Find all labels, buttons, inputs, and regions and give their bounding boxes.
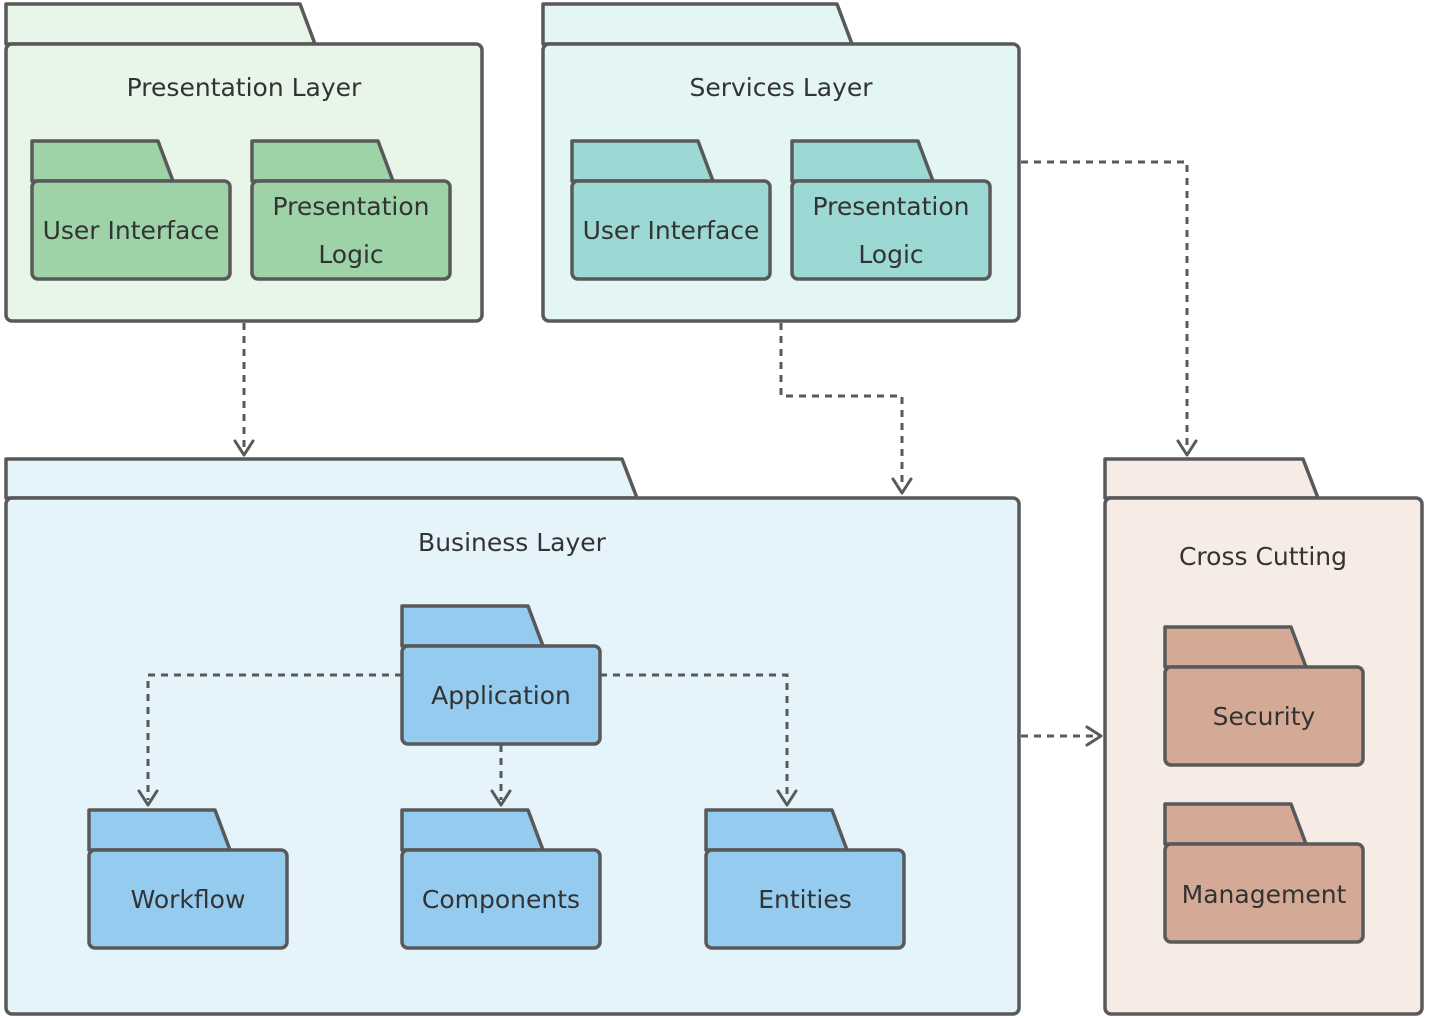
security-label: Security bbox=[1213, 702, 1316, 731]
presentation-logic-package: Presentation Logic bbox=[250, 139, 452, 281]
cross-cutting-title: Cross Cutting bbox=[1179, 542, 1347, 571]
layer-dependencies bbox=[233, 160, 1198, 747]
presentation-layer-tab bbox=[4, 2, 317, 46]
entities-package: Entities bbox=[704, 808, 906, 950]
entities-label: Entities bbox=[758, 885, 852, 914]
business-layer-title: Business Layer bbox=[418, 528, 607, 557]
cross-cutting-package: Cross Cutting Security Management bbox=[1103, 457, 1424, 1016]
services-layer-tab bbox=[541, 2, 854, 46]
components-label: Components bbox=[422, 885, 580, 914]
management-label: Management bbox=[1182, 880, 1347, 909]
dependency-application-to-workflow bbox=[146, 673, 402, 800]
dependency-services-to-cross-cutting bbox=[1021, 160, 1189, 450]
application-dependencies bbox=[137, 673, 798, 807]
management-package: Management bbox=[1163, 802, 1365, 944]
presentation-user-interface-label: User Interface bbox=[43, 216, 220, 245]
services-user-interface-package: User Interface bbox=[570, 139, 772, 281]
business-layer-package: Business Layer Application Workflow Comp… bbox=[4, 457, 1021, 1016]
application-label: Application bbox=[431, 681, 571, 710]
presentation-layer-title: Presentation Layer bbox=[127, 73, 362, 102]
presentation-user-interface-package: User Interface bbox=[30, 139, 232, 281]
services-presentation-logic-label-line1: Presentation bbox=[812, 192, 969, 221]
dependency-services-to-business bbox=[779, 323, 904, 488]
services-presentation-logic-package: Presentation Logic bbox=[790, 139, 992, 281]
dependency-application-to-entities bbox=[600, 673, 789, 800]
workflow-package: Workflow bbox=[87, 808, 289, 950]
presentation-layer-package: Presentation Layer User Interface Presen… bbox=[4, 2, 484, 323]
services-presentation-logic-label-line2: Logic bbox=[858, 240, 923, 269]
presentation-logic-label-line2: Logic bbox=[318, 240, 383, 269]
application-package: Application bbox=[400, 604, 602, 746]
services-layer-title: Services Layer bbox=[689, 73, 873, 102]
services-user-interface-label: User Interface bbox=[583, 216, 760, 245]
security-package: Security bbox=[1163, 625, 1365, 767]
business-layer-tab bbox=[4, 457, 639, 500]
services-layer-package: Services Layer User Interface Presentati… bbox=[541, 2, 1021, 323]
components-package: Components bbox=[400, 808, 602, 950]
workflow-label: Workflow bbox=[131, 885, 246, 914]
cross-cutting-tab bbox=[1103, 457, 1320, 500]
presentation-logic-label-line1: Presentation bbox=[272, 192, 429, 221]
